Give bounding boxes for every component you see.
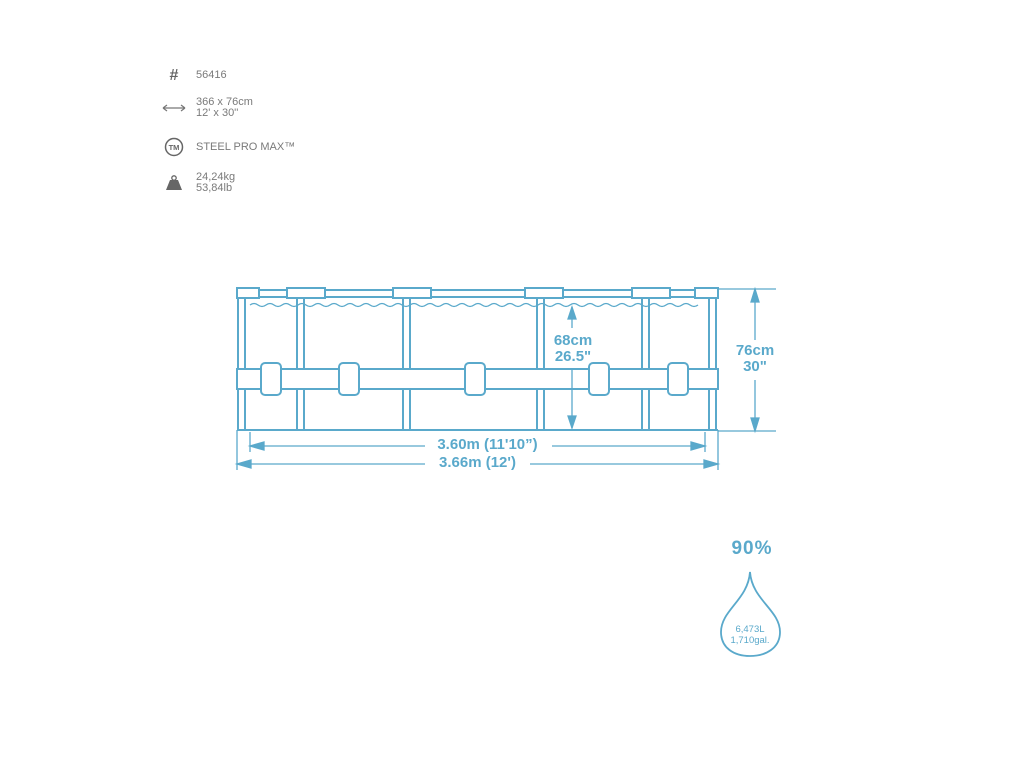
weight-icon <box>160 175 188 191</box>
inner-width-label: 3.60m (11'10”) <box>437 436 538 453</box>
spec-brand: TM STEEL PRO MAX™ <box>160 137 295 157</box>
spec-model: # 56416 <box>160 67 227 84</box>
pool-height-imperial: 30" <box>743 358 767 375</box>
pool-height-metric: 76cm <box>735 342 775 359</box>
water-drop-icon <box>720 571 781 657</box>
size-metric: 366 x 76cm <box>196 96 253 108</box>
outer-width-label: 3.66m (12') <box>439 454 516 471</box>
weight-imperial: 53,84lb <box>196 182 233 194</box>
water-height-imperial: 26.5" <box>554 348 592 365</box>
double-arrow-icon <box>160 104 188 112</box>
trademark-icon: TM <box>160 137 188 157</box>
model-number: 56416 <box>196 69 227 81</box>
fill-liters: 6,473L <box>735 624 765 635</box>
size-imperial: 12' x 30'' <box>196 107 239 119</box>
water-height-metric: 68cm <box>553 332 593 349</box>
brand-name: STEEL PRO MAX™ <box>196 140 296 153</box>
fill-gallons: 1,710gal. <box>730 635 770 646</box>
hash-icon: # <box>169 67 179 84</box>
water-line <box>249 302 699 308</box>
weight-metric: 24,24kg <box>196 171 236 183</box>
water-height-label: 68cm 26.5" <box>548 333 598 365</box>
svg-text:TM: TM <box>169 143 180 152</box>
fill-percent: 90% <box>731 538 773 559</box>
fill-volume: 6,473L 1,710gal. <box>718 624 782 646</box>
belt-clips <box>260 362 689 396</box>
top-joints <box>236 287 719 299</box>
pool-height-label: 76cm 30" <box>728 343 782 375</box>
